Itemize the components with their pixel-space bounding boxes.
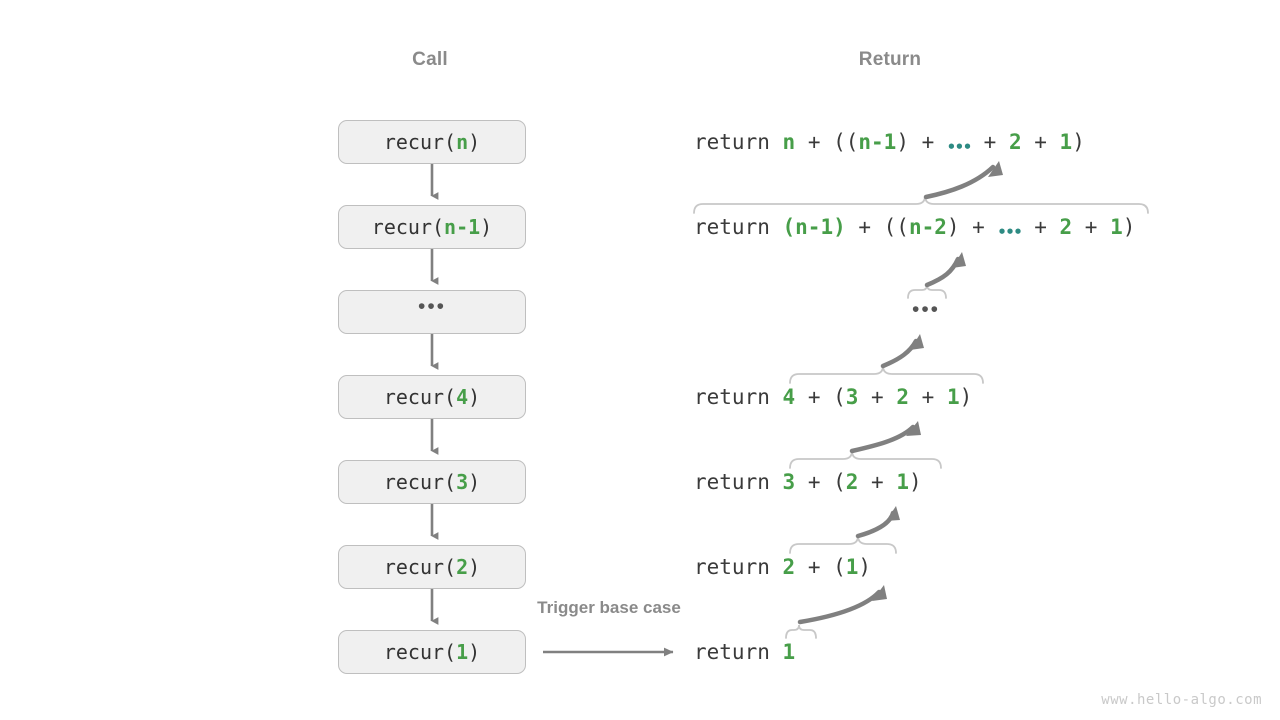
return-row-n-1: return (n-1) + ((n-2) + ••• + 2 + 1) bbox=[694, 215, 1136, 241]
call-box-recur-3[interactable]: recur(3) bbox=[338, 460, 526, 504]
call-box-recur-4[interactable]: recur(4) bbox=[338, 375, 526, 419]
return-row-3: return 3 + (2 + 1) bbox=[694, 470, 922, 494]
call-box-text: recur(2) bbox=[383, 555, 481, 579]
return-keyword: return bbox=[694, 640, 783, 664]
return-keyword: return bbox=[694, 215, 783, 239]
call-box-ellipsis[interactable]: ••• bbox=[338, 290, 526, 334]
column-heading-return: Return bbox=[858, 49, 922, 70]
trigger-base-case-label: Trigger base case bbox=[537, 598, 681, 617]
watermark: www.hello-algo.com bbox=[1101, 692, 1262, 708]
call-box-recur-2[interactable]: recur(2) bbox=[338, 545, 526, 589]
return-row-2: return 2 + (1) bbox=[694, 555, 872, 579]
return-row-4: return 4 + (3 + 2 + 1) bbox=[694, 385, 973, 409]
call-box-recur-1[interactable]: recur(1) bbox=[338, 630, 526, 674]
return-keyword: return bbox=[694, 555, 783, 579]
call-box-text: recur(n-1) bbox=[371, 215, 493, 239]
return-keyword: return bbox=[694, 385, 783, 409]
return-row-ellipsis: ••• bbox=[911, 298, 941, 321]
call-box-recur-n-1[interactable]: recur(n-1) bbox=[338, 205, 526, 249]
return-row-n: return n + ((n-1) + ••• + 2 + 1) bbox=[694, 130, 1085, 156]
return-keyword: return bbox=[694, 130, 783, 154]
return-row-1: return 1 bbox=[694, 640, 796, 664]
call-box-text: recur(n) bbox=[383, 130, 481, 154]
column-heading-call: Call bbox=[412, 49, 448, 70]
return-keyword: return bbox=[694, 470, 783, 494]
call-box-text: recur(4) bbox=[383, 385, 481, 409]
call-box-text: recur(3) bbox=[383, 470, 481, 494]
call-box-recur-n[interactable]: recur(n) bbox=[338, 120, 526, 164]
call-box-text: recur(1) bbox=[383, 640, 481, 664]
call-box-text: ••• bbox=[417, 295, 447, 318]
